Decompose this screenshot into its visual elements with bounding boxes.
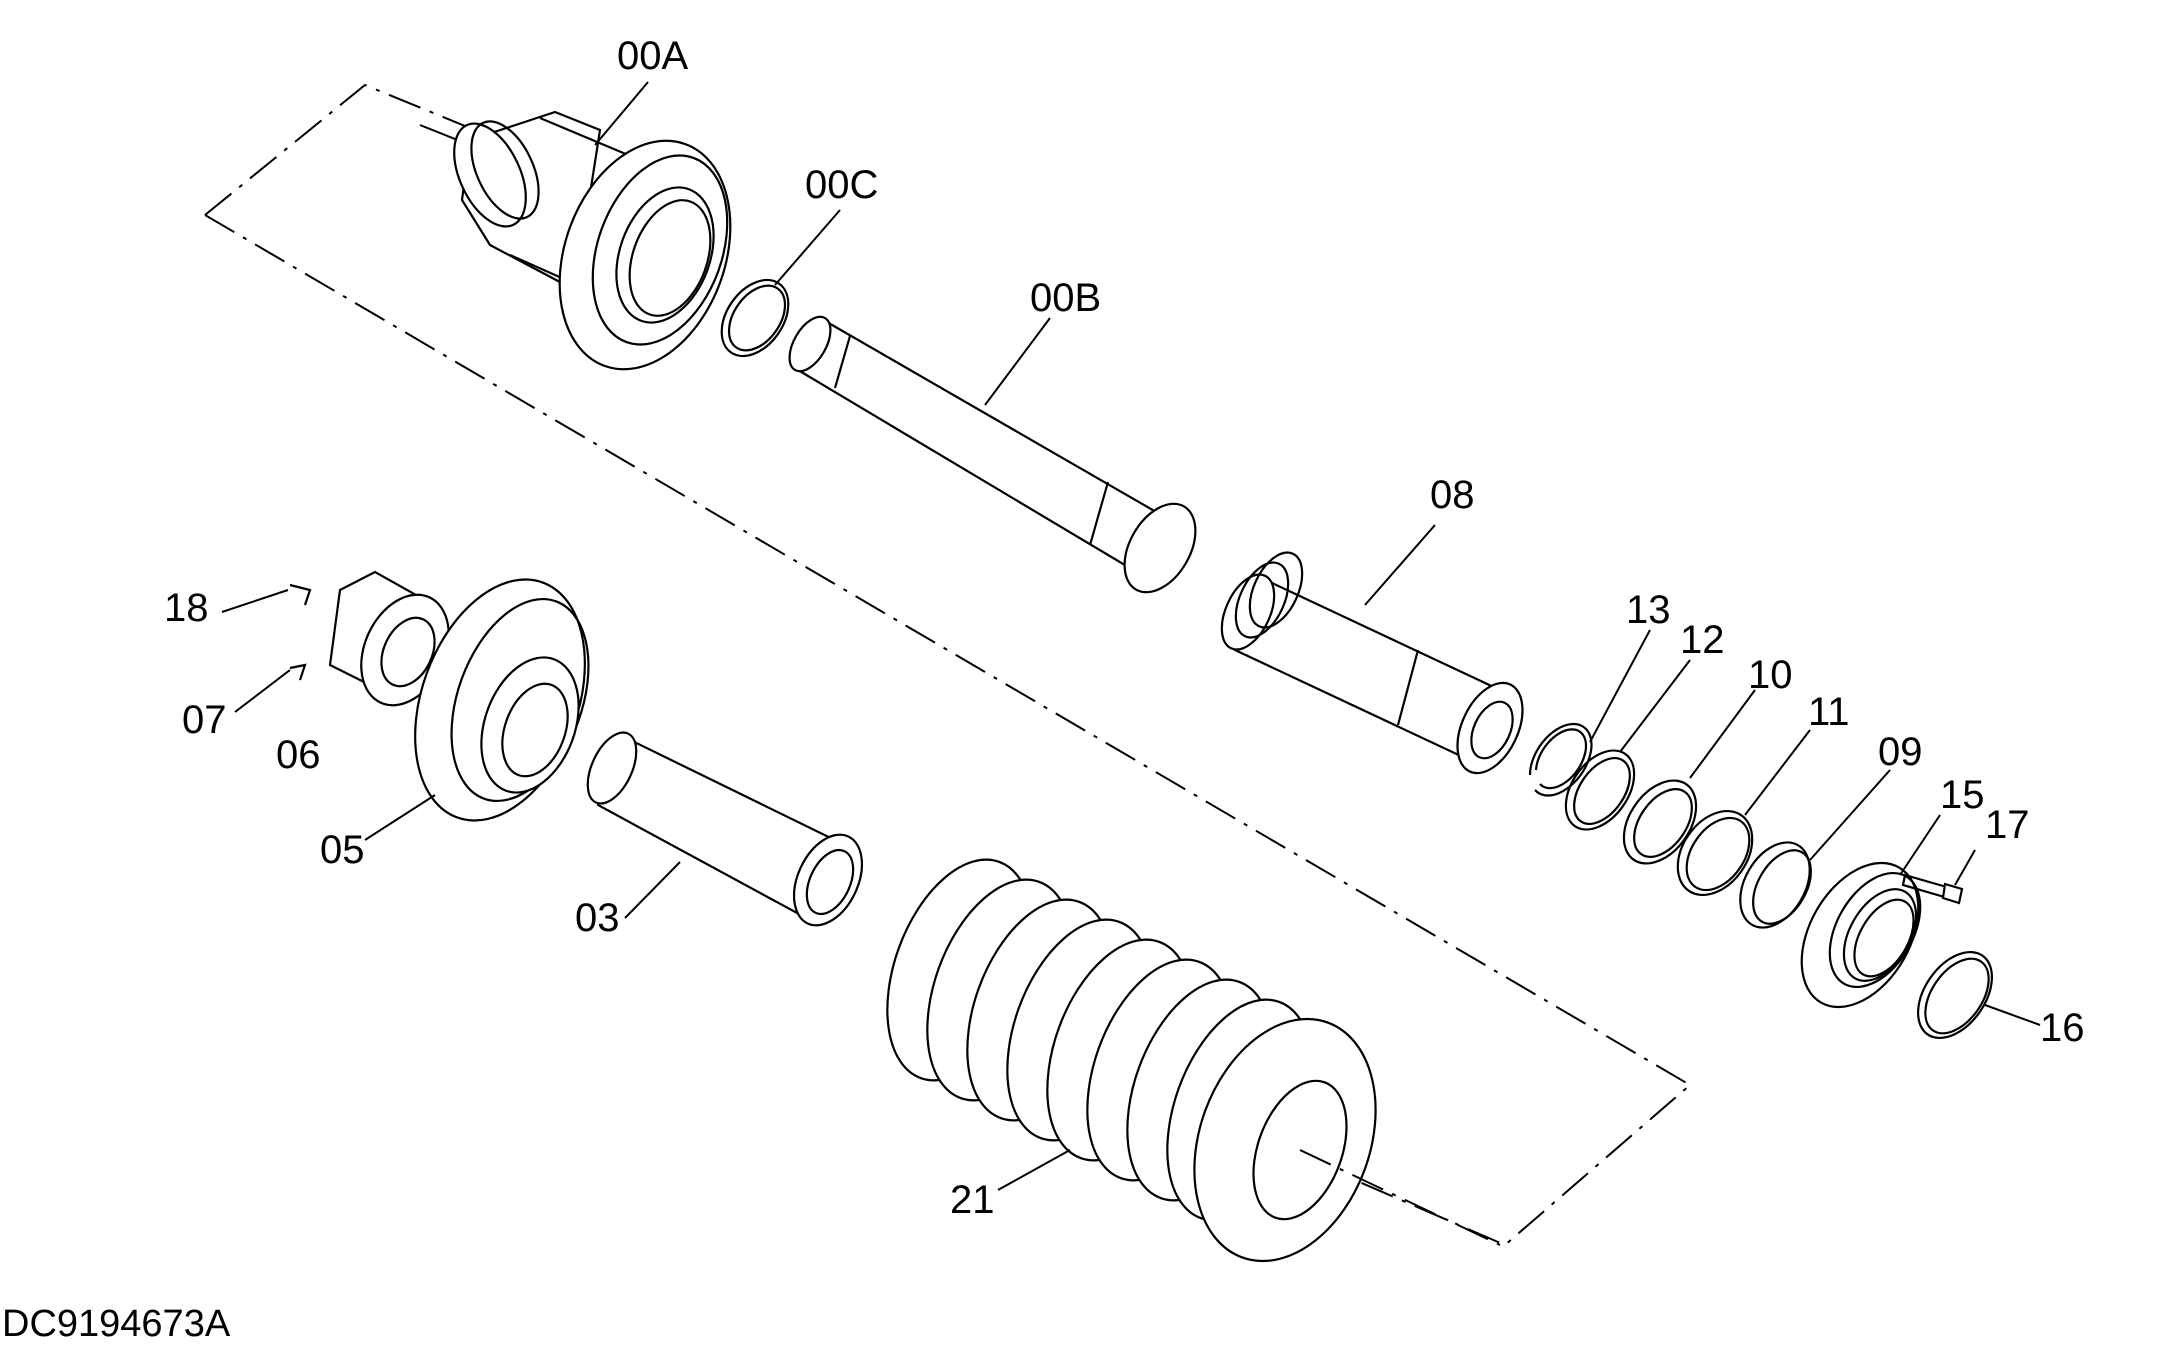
callout-09: 09: [1878, 730, 1923, 774]
callout-12: 12: [1680, 618, 1725, 662]
part-09-ring: [1739, 841, 1812, 929]
callout-16: 16: [2040, 1006, 2085, 1050]
callout-10: 10: [1748, 653, 1793, 697]
callout-21: 21: [950, 1178, 995, 1222]
part-08-sleeve: [1220, 551, 1524, 775]
part-15-seal-housing: [1800, 861, 1922, 1009]
assembly-boundary-line: [204, 83, 549, 216]
part-00C-o-ring: [720, 278, 790, 358]
callout-00B: 00B: [1030, 276, 1102, 320]
callout-08: 08: [1430, 473, 1475, 517]
part-10-ring: [1622, 779, 1698, 865]
callout-06: 06: [276, 733, 321, 777]
part-11-ring: [1676, 809, 1754, 897]
part-17-bolt: [1901, 873, 1964, 905]
part-16-ring: [1916, 950, 1994, 1040]
callout-11: 11: [1808, 690, 1850, 734]
part-21-coil-spring: [886, 858, 1501, 1263]
callout-07: 07: [182, 698, 227, 742]
callout-05: 05: [320, 828, 365, 872]
part-05-flange-wheel: [414, 578, 590, 822]
callout-00C: 00C: [805, 163, 879, 207]
part-03-pipe: [586, 731, 864, 927]
assembly-boundary-line-lower: [204, 214, 1692, 1247]
part-00B-shaft: [788, 315, 1197, 594]
document-id: DC9194673A: [2, 1303, 231, 1345]
callout-00A: 00A: [617, 34, 689, 78]
callout-17: 17: [1985, 803, 2030, 847]
callout-15: 15: [1940, 773, 1985, 817]
part-13-snap-ring: [1528, 722, 1593, 797]
callout-13: 13: [1626, 588, 1671, 632]
part-00A-hub: [419, 110, 732, 371]
callout-18: 18: [164, 586, 209, 630]
callout-03: 03: [575, 896, 620, 940]
part-12-ring: [1564, 749, 1636, 831]
callout-leaders: [221, 81, 2041, 1191]
